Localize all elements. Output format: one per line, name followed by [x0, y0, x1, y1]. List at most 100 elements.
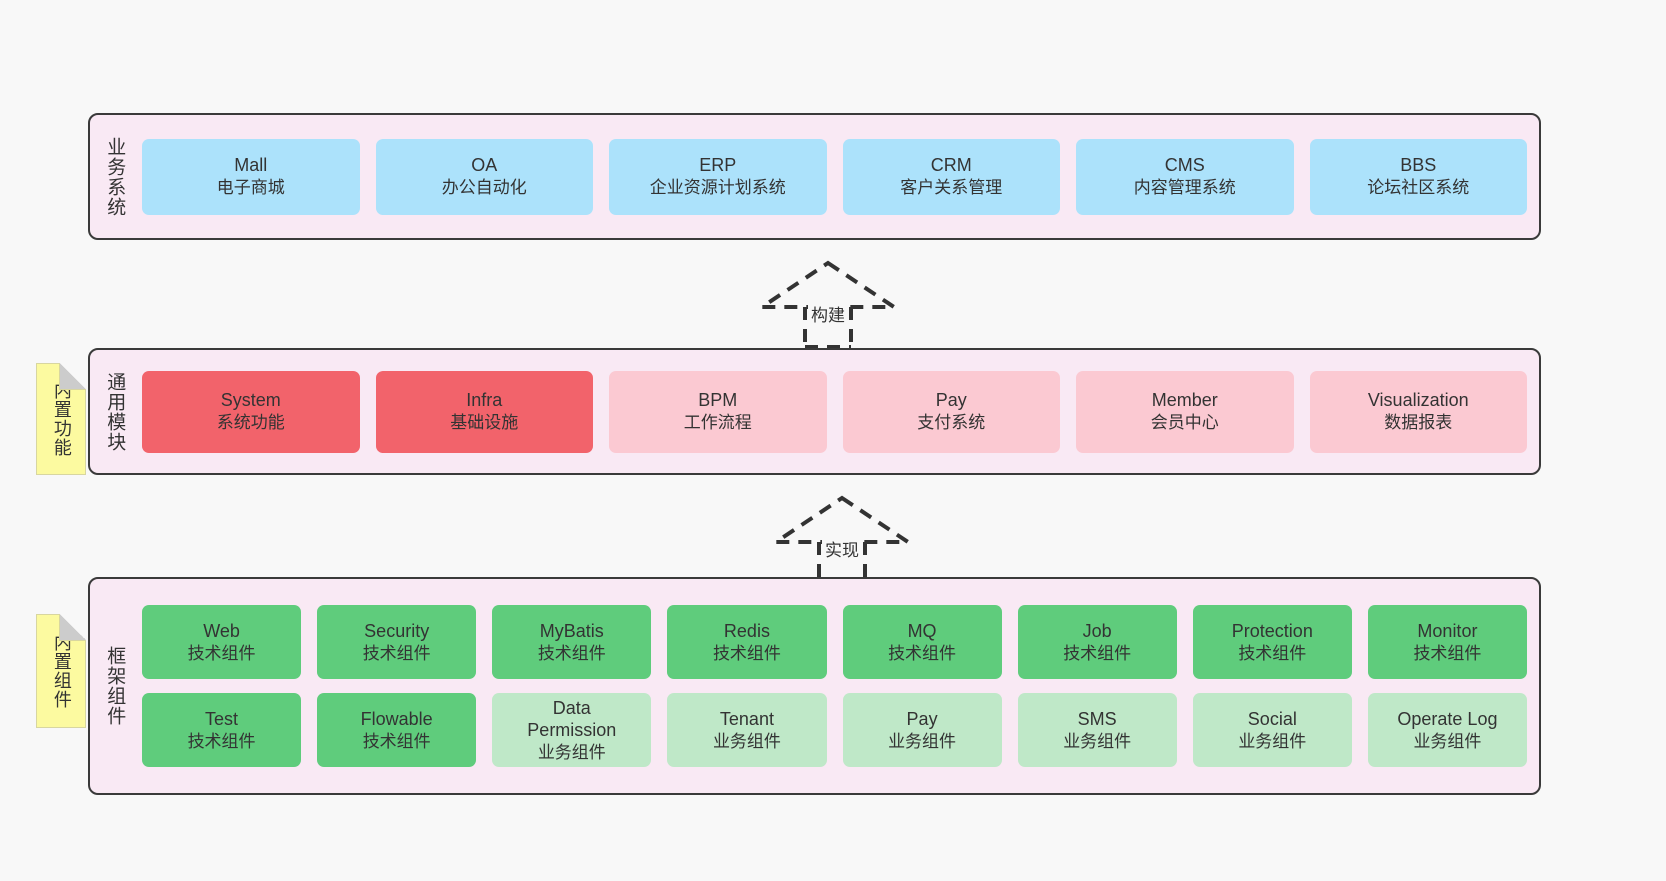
box-title: BBS: [1400, 155, 1437, 176]
box-title: Redis: [723, 620, 770, 641]
connector-implement: 实现: [769, 494, 915, 584]
box-title: Web: [203, 620, 240, 641]
box-title: Data: [552, 697, 591, 718]
layer-title-business-system: 业务系统: [104, 136, 126, 217]
box-subtitle: 支付系统: [917, 413, 986, 433]
box-title: MQ: [907, 620, 937, 641]
box-title-second-line: Permission: [527, 720, 617, 741]
box-title: SMS: [1077, 708, 1117, 729]
layer-title-framework-component: 框架组件: [104, 646, 126, 726]
box-pay[interactable]: Pay 支付系统: [842, 370, 1060, 453]
box-subtitle: 技术组件: [888, 643, 957, 663]
box-member[interactable]: Member 会员中心: [1076, 370, 1294, 453]
box-job[interactable]: Job 技术组件: [1017, 605, 1177, 679]
box-title: ERP: [699, 155, 737, 176]
box-subtitle: 基础设施: [450, 413, 519, 433]
box-subtitle: 业务组件: [712, 731, 781, 751]
box-subtitle: 业务组件: [537, 742, 606, 762]
sticky-note-builtin-component: 内置组件: [36, 614, 86, 728]
box-title: Infra: [466, 390, 503, 411]
box-data-permission[interactable]: Data Permission 业务组件: [492, 693, 652, 767]
box-oa[interactable]: OA 办公自动化: [375, 138, 593, 215]
box-subtitle: 技术组件: [1063, 643, 1132, 663]
box-mall[interactable]: Mall 电子商城: [142, 138, 360, 215]
box-title: Operate Log: [1397, 708, 1498, 729]
layer-row: Test 技术组件 Flowable 技术组件 Data Permission …: [142, 693, 1527, 767]
layer-row: Mall 电子商城 OA 办公自动化 ERP 企业资源计划系统 CRM 客户关系…: [142, 138, 1527, 215]
box-subtitle: 业务组件: [1238, 731, 1307, 751]
box-pay-component[interactable]: Pay 业务组件: [842, 693, 1002, 767]
box-subtitle: 会员中心: [1150, 413, 1219, 433]
box-tenant[interactable]: Tenant 业务组件: [667, 693, 827, 767]
box-subtitle: 业务组件: [1063, 731, 1132, 751]
box-title: Member: [1151, 390, 1218, 411]
box-title: BPM: [698, 390, 738, 411]
box-title: CMS: [1164, 155, 1205, 176]
box-bbs[interactable]: BBS 论坛社区系统: [1309, 138, 1527, 215]
box-protection[interactable]: Protection 技术组件: [1192, 605, 1352, 679]
box-erp[interactable]: ERP 企业资源计划系统: [609, 138, 827, 215]
layer-title-common-module: 通用模块: [104, 371, 126, 452]
sticky-note-builtin-function: 内置功能: [36, 363, 86, 475]
box-title: Social: [1247, 708, 1297, 729]
box-mybatis[interactable]: MyBatis 技术组件: [492, 605, 652, 679]
box-infra[interactable]: Infra 基础设施: [375, 370, 593, 453]
box-title: Mall: [234, 155, 268, 176]
connector-build: 构建: [755, 259, 901, 349]
sticky-note-text: 内置功能: [51, 381, 72, 457]
box-sms[interactable]: SMS 业务组件: [1017, 693, 1177, 767]
box-title: Tenant: [719, 708, 774, 729]
layer-row: Web 技术组件 Security 技术组件 MyBatis 技术组件 Redi…: [142, 605, 1527, 679]
layer-row: System 系统功能 Infra 基础设施 BPM 工作流程 Pay 支付系统…: [142, 370, 1527, 453]
box-title: Pay: [906, 708, 938, 729]
box-flowable[interactable]: Flowable 技术组件: [317, 693, 477, 767]
box-monitor[interactable]: Monitor 技术组件: [1367, 605, 1527, 679]
box-title: Monitor: [1417, 620, 1478, 641]
box-subtitle: 技术组件: [1413, 643, 1482, 663]
box-subtitle: 技术组件: [187, 643, 256, 663]
box-test[interactable]: Test 技术组件: [142, 693, 302, 767]
box-bpm[interactable]: BPM 工作流程: [609, 370, 827, 453]
box-title: OA: [471, 155, 498, 176]
box-title: Visualization: [1367, 390, 1469, 411]
layer-body-framework-component: Web 技术组件 Security 技术组件 MyBatis 技术组件 Redi…: [138, 579, 1539, 793]
connector-build-label: 构建: [808, 301, 848, 326]
box-subtitle: 技术组件: [1238, 643, 1307, 663]
layer-body-business-system: Mall 电子商城 OA 办公自动化 ERP 企业资源计划系统 CRM 客户关系…: [138, 115, 1539, 238]
box-title: Security: [364, 620, 430, 641]
box-title: MyBatis: [539, 620, 604, 641]
box-subtitle: 工作流程: [683, 413, 752, 433]
box-title: System: [220, 390, 281, 411]
layer-common-module: 通用模块 System 系统功能 Infra 基础设施 BPM 工作流程 Pay…: [88, 348, 1541, 475]
box-subtitle: 业务组件: [1413, 731, 1482, 751]
box-title: Flowable: [360, 708, 433, 729]
layer-business-system: 业务系统 Mall 电子商城 OA 办公自动化 ERP 企业资源计划系统 CRM…: [88, 113, 1541, 240]
box-subtitle: 技术组件: [537, 643, 606, 663]
box-title: Test: [205, 708, 239, 729]
box-system[interactable]: System 系统功能: [142, 370, 360, 453]
sticky-note-text: 内置组件: [51, 633, 72, 709]
box-subtitle: 技术组件: [712, 643, 781, 663]
box-subtitle: 技术组件: [362, 731, 431, 751]
box-title: CRM: [930, 155, 972, 176]
box-redis[interactable]: Redis 技术组件: [667, 605, 827, 679]
box-subtitle: 技术组件: [187, 731, 256, 751]
box-visualization[interactable]: Visualization 数据报表: [1309, 370, 1527, 453]
layer-body-common-module: System 系统功能 Infra 基础设施 BPM 工作流程 Pay 支付系统…: [138, 350, 1539, 473]
box-subtitle: 论坛社区系统: [1367, 178, 1470, 198]
box-web[interactable]: Web 技术组件: [142, 605, 302, 679]
layer-framework-component: 框架组件 Web 技术组件 Security 技术组件 MyBatis 技术组件…: [88, 577, 1541, 795]
box-subtitle: 客户关系管理: [900, 178, 1003, 198]
box-operate-log[interactable]: Operate Log 业务组件: [1367, 693, 1527, 767]
connector-implement-label: 实现: [822, 536, 862, 561]
box-security[interactable]: Security 技术组件: [317, 605, 477, 679]
box-subtitle: 系统功能: [216, 413, 285, 433]
box-mq[interactable]: MQ 技术组件: [842, 605, 1002, 679]
box-cms[interactable]: CMS 内容管理系统: [1076, 138, 1294, 215]
box-subtitle: 数据报表: [1384, 413, 1453, 433]
box-social[interactable]: Social 业务组件: [1192, 693, 1352, 767]
box-subtitle: 办公自动化: [441, 178, 527, 198]
box-title: Protection: [1231, 620, 1313, 641]
box-crm[interactable]: CRM 客户关系管理: [842, 138, 1060, 215]
